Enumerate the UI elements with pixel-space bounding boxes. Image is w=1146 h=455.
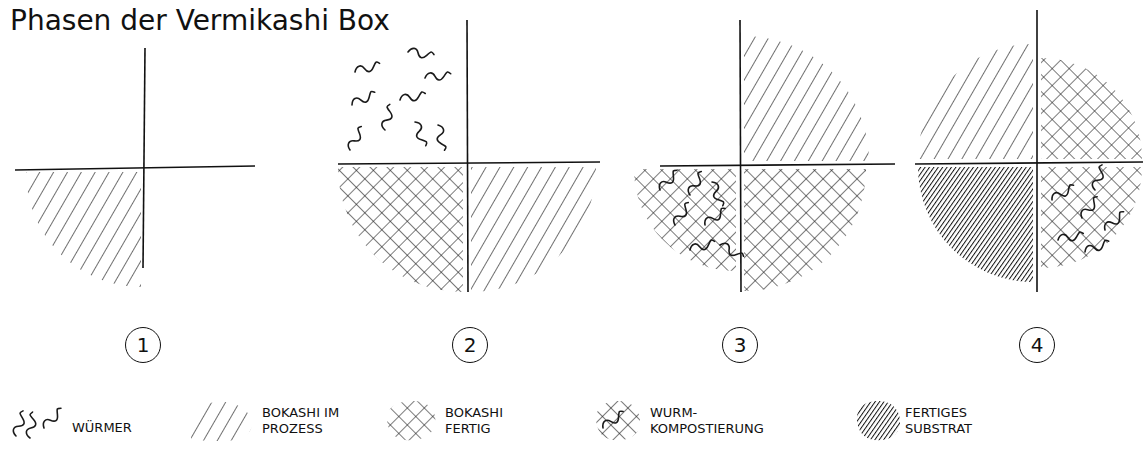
worm-composting-sample	[596, 401, 640, 440]
worm	[671, 201, 692, 227]
worm	[1057, 231, 1084, 243]
phase-number: 4	[1019, 327, 1055, 363]
bokashi-in-process-area	[471, 167, 596, 292]
callout-number: 4	[1031, 335, 1044, 355]
bokashi-in-process-area	[26, 172, 141, 287]
worm	[1091, 164, 1107, 191]
worm-sample	[12, 406, 65, 438]
worm	[41, 406, 65, 430]
worm	[412, 120, 428, 147]
worm-composting-area	[1041, 167, 1142, 268]
hatch-sample	[190, 402, 252, 441]
worm	[407, 47, 434, 59]
worm	[1083, 239, 1110, 255]
axis-line	[1036, 10, 1038, 292]
worm	[600, 409, 626, 430]
phase-2-box	[338, 20, 600, 292]
bokashi-done-area	[338, 167, 463, 292]
worm	[657, 168, 681, 192]
axis-line	[143, 48, 145, 268]
axis-line	[467, 20, 468, 292]
callout-number: 1	[137, 335, 150, 355]
legend-label: WÜRMER	[72, 420, 162, 436]
legend-label: FERTIGES SUBSTRAT	[905, 405, 997, 436]
legend-label: BOKASHI IM PROZESS	[262, 405, 372, 436]
worm	[381, 104, 395, 131]
worm	[25, 412, 37, 439]
phase-3-box	[634, 20, 895, 292]
axis-line	[338, 162, 600, 164]
crosshatch-sample	[387, 401, 435, 440]
worm	[709, 180, 725, 207]
callout-number: 3	[734, 335, 747, 355]
worms	[346, 47, 451, 151]
worm	[425, 71, 452, 81]
axis-line	[660, 164, 895, 166]
phase-number: 1	[125, 327, 161, 363]
worm	[354, 61, 381, 75]
axis-line	[915, 162, 1143, 164]
worms	[1050, 164, 1127, 255]
bokashi-in-process-area	[918, 44, 1033, 159]
phase-4-box	[915, 10, 1143, 292]
worm	[1078, 195, 1101, 220]
diagram-title: Phasen der Vermikashi Box	[10, 4, 390, 37]
worm	[718, 241, 744, 261]
phase-number: 2	[452, 327, 488, 363]
phase-number: 3	[722, 327, 758, 363]
worm	[12, 410, 28, 437]
finished-substrate-area	[918, 167, 1033, 282]
legend-label: WURM- KOMPOSTIERUNG	[650, 405, 785, 436]
legend-samples	[12, 401, 900, 441]
legend-label: BOKASHI FERTIG	[445, 405, 527, 436]
bokashi-done-area	[1041, 58, 1142, 159]
worm-composting-area	[634, 169, 736, 271]
worm	[686, 170, 706, 196]
callout-number: 2	[464, 335, 477, 355]
worm	[702, 206, 728, 227]
worms	[657, 168, 745, 261]
worm	[1050, 183, 1076, 203]
bokashi-in-process-area	[744, 36, 869, 161]
axis-line	[15, 166, 255, 170]
phase-1-box	[15, 48, 255, 287]
substrate-sample	[857, 401, 900, 440]
worm	[346, 125, 366, 151]
worm	[350, 90, 377, 108]
worm	[1102, 210, 1127, 233]
worm	[435, 124, 447, 151]
axis-line	[740, 20, 741, 292]
worm	[689, 239, 716, 253]
worm	[399, 91, 426, 103]
bokashi-done-area	[744, 169, 866, 291]
